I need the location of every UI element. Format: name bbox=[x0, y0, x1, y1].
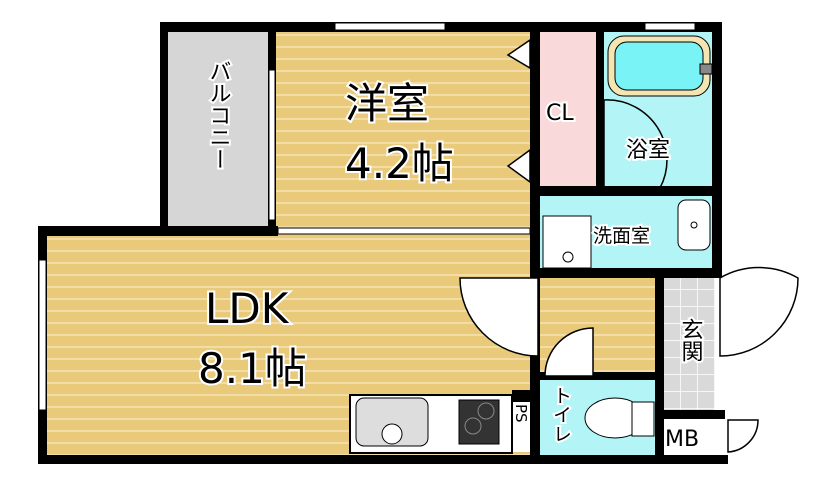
washbasin-icon bbox=[677, 199, 711, 251]
pipe-space-area bbox=[513, 400, 530, 452]
doors bbox=[459, 99, 799, 453]
meter-box-area bbox=[663, 420, 720, 452]
balcony-label: バルコニー bbox=[206, 60, 231, 170]
ldk-name: LDK bbox=[205, 284, 290, 333]
sink-icon bbox=[355, 397, 429, 447]
balcony-area bbox=[165, 30, 272, 228]
bathtub-icon bbox=[607, 35, 713, 97]
stove-icon bbox=[458, 399, 500, 445]
windows bbox=[38, 22, 696, 411]
western-room-floor bbox=[272, 30, 534, 232]
entrance-area bbox=[663, 278, 715, 412]
closet-label: CL bbox=[546, 101, 574, 126]
ldk-size: 8.1帖 bbox=[198, 344, 307, 393]
western-room-name: 洋室 bbox=[345, 79, 429, 128]
closet-area bbox=[540, 32, 598, 188]
washing-machine-icon bbox=[542, 215, 592, 269]
entrance-label: 玄関 bbox=[678, 318, 703, 362]
meter-box-label: MB bbox=[665, 427, 699, 452]
pipe-space-label: PS bbox=[512, 404, 530, 423]
closet-door-marks bbox=[506, 38, 531, 184]
toilet-icon bbox=[584, 397, 655, 439]
western-room-size: 4.2帖 bbox=[345, 139, 454, 188]
washroom-label: 洗面室 bbox=[593, 225, 650, 247]
bath-label: 浴室 bbox=[626, 138, 670, 163]
toilet-label: トイレ bbox=[550, 386, 572, 443]
